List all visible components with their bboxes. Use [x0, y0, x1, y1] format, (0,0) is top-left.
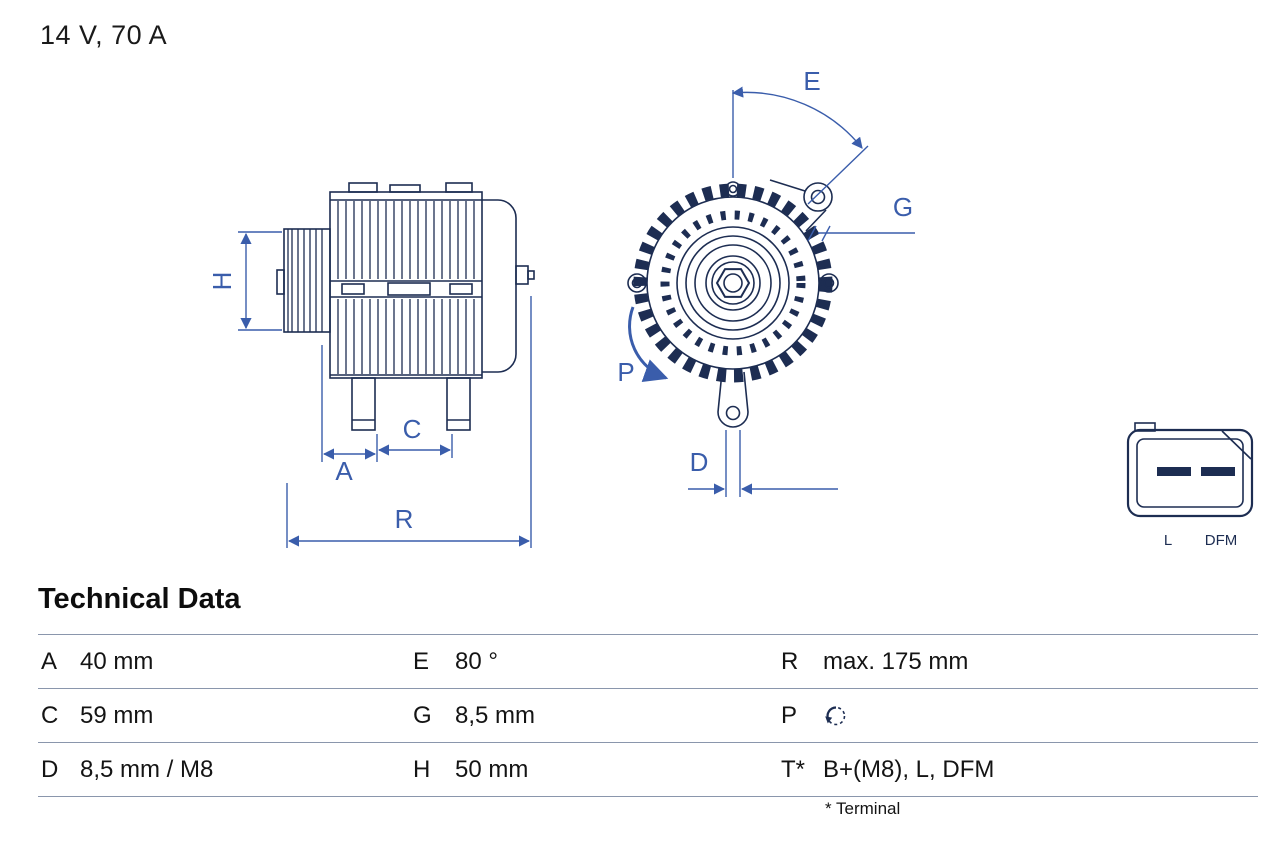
- spec-key-D: D: [41, 755, 59, 783]
- spec-value-R: max. 175 mm: [823, 647, 969, 675]
- mounting-foot-rear: [446, 377, 471, 431]
- pulley: [283, 228, 331, 333]
- vent-slot-ring-outer: [633, 183, 833, 383]
- cooling-fins-upper: [337, 201, 475, 279]
- front-view-dimensions: [628, 86, 915, 497]
- shaft-nut: [715, 268, 751, 298]
- dim-label-G: G: [893, 192, 913, 222]
- spec-value-D: 8,5 mm / M8: [80, 755, 214, 783]
- section-title: Technical Data: [38, 583, 241, 615]
- bottom-lug: [717, 371, 749, 428]
- dim-label-C: C: [403, 414, 422, 444]
- spec-key-C: C: [41, 701, 59, 729]
- top-tab-hole: [728, 184, 738, 194]
- mounting-foot-front: [351, 377, 376, 431]
- connector-outline: [1126, 428, 1254, 518]
- pulley-grooves: [287, 229, 323, 332]
- left-ear-hole: [631, 277, 643, 289]
- dim-label-A: A: [335, 456, 353, 486]
- connector-pin-L: [1157, 467, 1191, 476]
- dim-label-P: P: [617, 357, 634, 387]
- dim-label-E: E: [803, 66, 820, 96]
- top-right-lug-hole: [810, 189, 826, 205]
- top-right-lug: [803, 182, 833, 212]
- bottom-lug-hole: [725, 405, 741, 421]
- alternator-side-view: [276, 182, 535, 431]
- spec-key-H: H: [413, 755, 431, 783]
- connector-label-DFM: DFM: [1205, 532, 1238, 549]
- spec-value-C: 59 mm: [80, 701, 154, 729]
- right-ear-hole: [823, 277, 835, 289]
- spec-key-T: T*: [781, 755, 805, 783]
- dim-label-D: D: [690, 447, 709, 477]
- spec-value-A: 40 mm: [80, 647, 154, 675]
- spec-key-P: P: [781, 701, 798, 729]
- table-row: D 8,5 mm / M8 H 50 mm T* B+(M8), L, DFM: [38, 743, 1258, 797]
- rotation-ccw-icon: [823, 703, 849, 729]
- housing-body: [329, 191, 483, 379]
- table-row: A 40 mm E 80 ° R max. 175 mm: [38, 635, 1258, 689]
- spec-value-T: B+(M8), L, DFM: [823, 755, 995, 783]
- spec-key-E: E: [413, 647, 430, 675]
- spec-key-A: A: [41, 647, 58, 675]
- voltage-current-rating: 14 V, 70 A: [40, 20, 168, 50]
- dim-E-arc: [731, 86, 863, 149]
- connector-label-L: L: [1164, 532, 1172, 549]
- dim-label-R: R: [395, 504, 414, 534]
- connector-pinout: [1126, 422, 1254, 518]
- spec-key-R: R: [781, 647, 799, 675]
- terminal-footnote: * Terminal: [825, 799, 901, 818]
- cooling-fins-lower: [337, 299, 475, 374]
- spec-value-P: [823, 703, 1258, 729]
- rear-housing: [482, 199, 517, 373]
- spec-value-E: 80 °: [455, 647, 498, 675]
- spec-value-H: 50 mm: [455, 755, 529, 783]
- side-view-dimensions: [238, 231, 532, 548]
- connector-tab: [1134, 422, 1156, 432]
- rotation-direction-arrow: [628, 306, 669, 383]
- vent-slot-ring-inner: [660, 210, 806, 356]
- technical-data-table: A 40 mm E 80 ° R max. 175 mm C 59 mm G 8…: [38, 634, 1258, 797]
- spec-key-G: G: [413, 701, 432, 729]
- shaft-stub: [276, 269, 285, 295]
- connector-pin-DFM: [1201, 467, 1235, 476]
- table-row: C 59 mm G 8,5 mm P: [38, 689, 1258, 743]
- dim-label-H: H: [207, 272, 237, 291]
- alternator-technical-drawing: H A C R: [207, 66, 1254, 549]
- terminal-stud: [515, 265, 529, 285]
- alternator-front-view: [627, 179, 839, 428]
- spec-value-G: 8,5 mm: [455, 701, 536, 729]
